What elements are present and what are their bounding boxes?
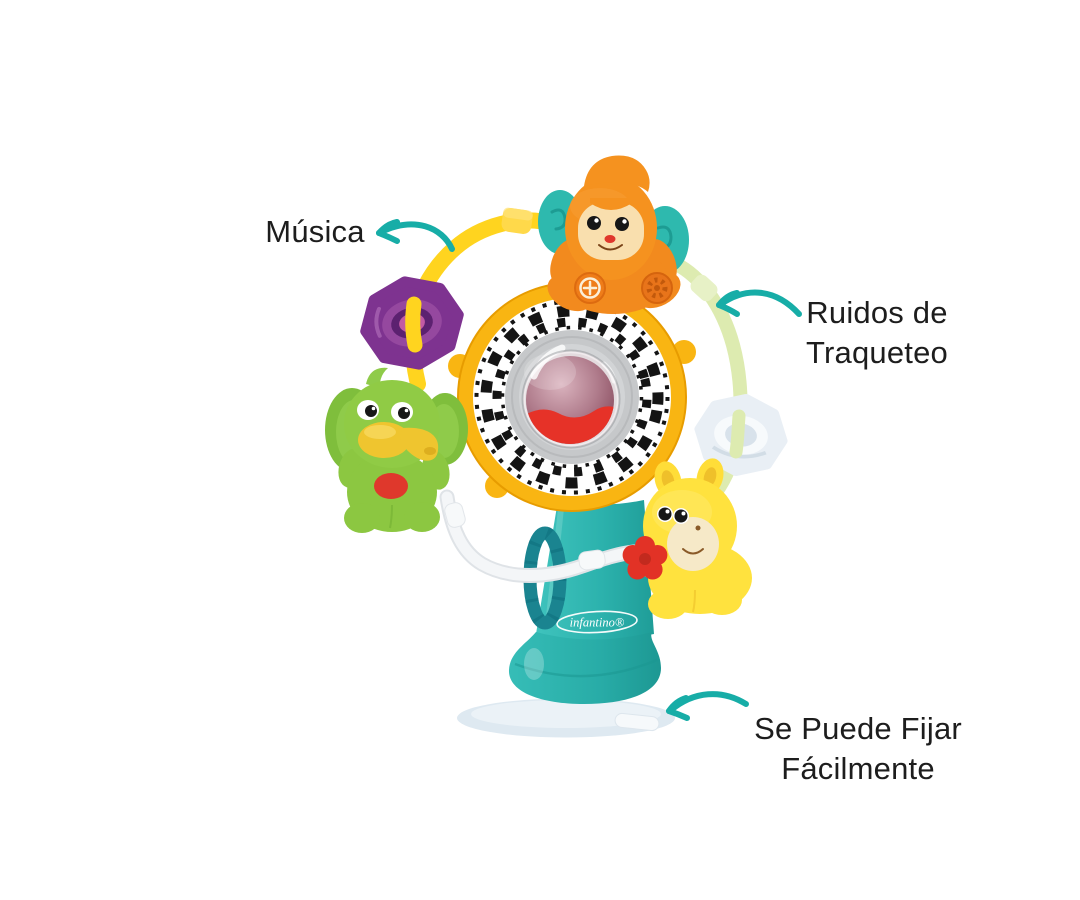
giraffe-muzzle <box>667 517 719 571</box>
arrow-musica <box>376 219 455 252</box>
flower-rattle <box>622 536 668 580</box>
stand-stem: infantino® <box>457 500 675 738</box>
white-tube-bead <box>578 549 606 571</box>
label-musica: Música <box>265 214 365 249</box>
monkey-foot-wheel <box>641 272 673 304</box>
label-ruidos-line2: Traqueteo <box>806 335 948 370</box>
monkey-nose <box>604 235 616 243</box>
monkey-figure <box>538 155 689 314</box>
arrow-ruidos <box>716 289 802 317</box>
giraffe-figure <box>635 458 752 619</box>
white-tube-bead <box>444 502 466 528</box>
elephant-trunk <box>358 422 439 461</box>
label-se-puede-fijar: Se Puede Fijar Fácilmente <box>730 709 986 789</box>
label-ruidos-de-traqueteo: Ruidos de Traqueteo <box>756 293 998 373</box>
suction-tab <box>614 712 660 732</box>
brand-logo: infantino® <box>556 610 638 634</box>
label-ruidos-line1: Ruidos de <box>806 295 948 330</box>
monkey-foot-wheel <box>574 272 606 304</box>
yellow-tube-bead <box>501 207 533 234</box>
rattle-dome <box>521 344 621 449</box>
label-fijar-line2: Fácilmente <box>781 751 935 786</box>
brand-logo-text: infantino® <box>570 616 625 630</box>
monkey-face <box>578 202 644 260</box>
white-tube <box>439 489 642 583</box>
green-tube-bead <box>690 274 718 302</box>
elephant-figure <box>325 367 468 533</box>
ferris-wheel <box>448 282 696 512</box>
arrow-fijar <box>666 691 749 721</box>
green-tube-through-gear <box>729 409 746 459</box>
label-fijar-line1: Se Puede Fijar <box>754 711 962 746</box>
elephant-belly <box>374 473 408 499</box>
yellow-tube-through-gear <box>405 296 423 353</box>
